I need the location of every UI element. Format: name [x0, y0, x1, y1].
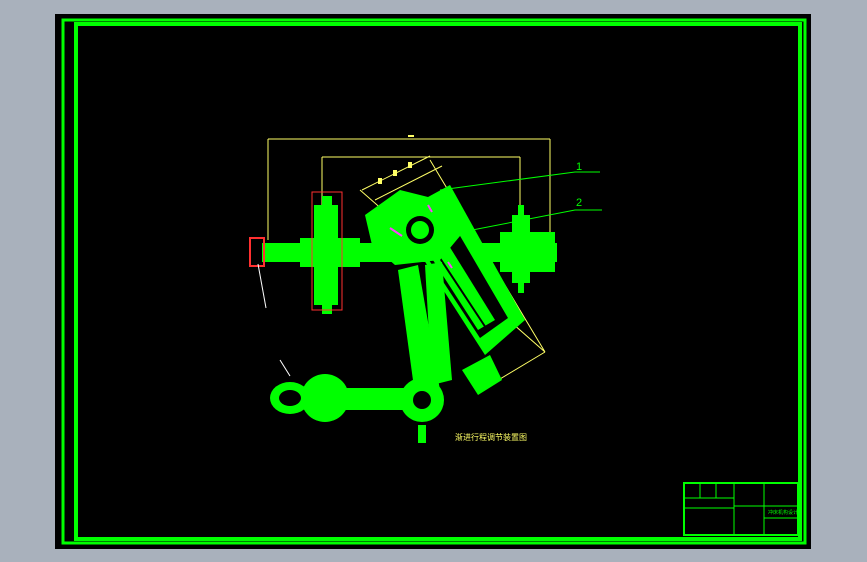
leader-lines	[257, 263, 291, 377]
slide-magenta-markers	[389, 204, 453, 269]
left-gear	[314, 196, 338, 314]
left-gear-outline	[311, 191, 343, 311]
drawing-note: 渐进行程调节装置图	[455, 432, 527, 442]
shaft-end-coupling	[249, 237, 265, 267]
title-block: 冲床机构设计	[683, 482, 799, 536]
part-label-1: 1	[576, 161, 582, 173]
part-label-2: 2	[576, 197, 582, 209]
title-block-caption: 冲床机构设计	[768, 509, 798, 516]
crank-assembly	[270, 374, 444, 443]
right-gear	[512, 205, 530, 293]
slide-end-block	[462, 355, 502, 395]
outer-border	[61, 18, 807, 545]
slide-head	[365, 190, 465, 265]
inner-border	[74, 22, 802, 541]
part-leaders	[439, 171, 602, 233]
connecting-rods	[398, 262, 452, 395]
